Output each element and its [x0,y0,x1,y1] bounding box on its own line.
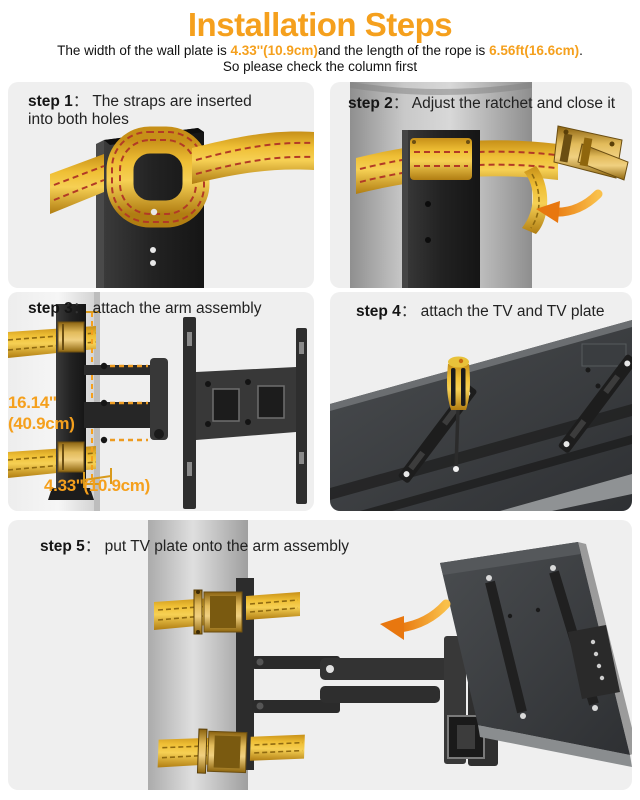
height-dimension-line [86,311,100,485]
page-title: Installation Steps [187,6,453,43]
width-dimension-line [83,468,112,488]
strap-ratchet-bottom [157,728,305,774]
step-4-illustration [330,320,632,511]
wall-plate [48,304,94,500]
note-text-1: The width of the wall plate is [57,43,231,58]
wall-plate [402,130,480,288]
step-4-text: attach the TV and TV plate [420,303,605,320]
step-5-text: put TV plate onto the arm assembly [104,538,350,555]
step-3-panel: step 3： attach the arm assembly 16.14'' … [8,292,314,511]
step-5-illustration [148,520,632,790]
screw-insert-lines [100,362,148,444]
note-text-3: So please check the column first [222,59,418,75]
step-2-label: step 2 [348,95,393,112]
plate-holes [150,208,158,266]
plate-height-measure: 16.14'' (40.9cm) [8,392,75,435]
step-4-colon: ： [400,303,421,320]
strap-right [192,131,314,184]
arm-assembly [252,632,498,766]
note-text-2: and the length of the rope is [317,43,490,58]
step-4-label: step 4 [356,303,401,320]
step-2-illustration [350,82,629,288]
mounting-rail-right [558,354,632,453]
tv-back [440,542,632,767]
plate-width-measure: 4.33''(10.9cm) [44,476,150,495]
step-5-label: step 5 [40,538,85,555]
step-1-header: step 1： The straps are inserted into bot… [28,93,268,129]
arm-assembly [84,358,168,440]
step-3-colon: ： [72,300,93,317]
strap-tail [522,166,548,234]
intro-note: The width of the wall plate is 4.33''(10… [0,43,640,75]
step-1-colon: ： [72,93,93,110]
step-5-colon: ： [84,538,105,555]
step-3-label: step 3 [28,300,73,317]
step-2-panel: step 2： Adjust the ratchet and close it [330,82,632,288]
step-1-illustration [50,126,314,288]
step-5-header: step 5： put TV plate onto the arm assemb… [40,538,600,556]
plate-height-cm: (40.9cm) [8,414,75,434]
step-1-panel: step 1： The straps are inserted into bot… [8,82,314,288]
step-5-panel: step 5： put TV plate onto the arm assemb… [8,520,632,790]
step-3-header: step 3： attach the arm assembly [28,300,308,318]
curved-arrow-icon [380,599,451,640]
step-2-colon: ： [392,95,412,112]
plate-width-value: 4.33''(10.9cm) [230,43,318,58]
step-3-text: attach the arm assembly [92,300,262,317]
ratchet-buckle [553,125,629,181]
screwdriver [447,356,470,472]
tv-plate-bracket [183,317,307,509]
step-4-panel: step 4： attach the TV and TV plate [330,292,632,511]
note-period: . [579,43,583,58]
step-4-header: step 4： attach the TV and TV plate [356,303,632,321]
step-1-label: step 1 [28,93,73,110]
curved-arrow-icon [536,189,603,223]
step-2-text: Adjust the ratchet and close it [411,95,616,112]
strap-left [50,154,105,214]
plate-height-inches: 16.14'' [8,393,57,412]
strap-ratchet-top [154,589,300,635]
step-3-illustration [8,292,307,511]
step-1-text: The straps are inserted into both holes [28,93,252,128]
rope-length-value: 6.56ft(16.6cm) [489,43,580,58]
step-2-header: step 2： Adjust the ratchet and close it [348,95,628,113]
